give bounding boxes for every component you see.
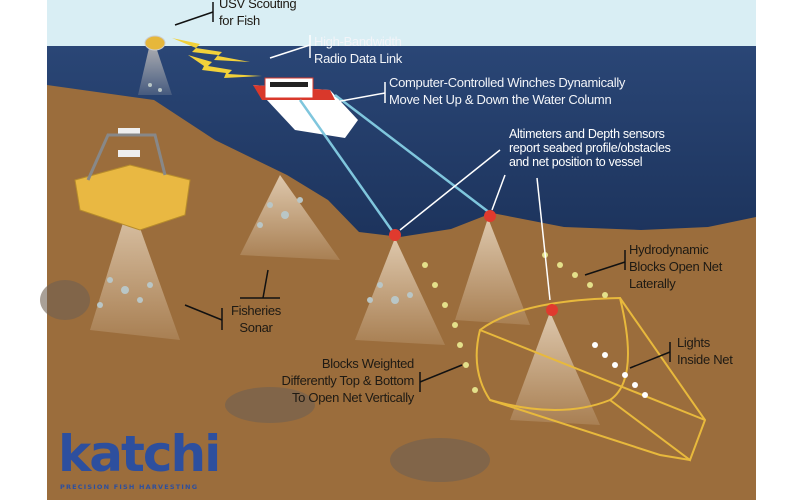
label-line: for Fish	[219, 13, 260, 28]
label-line: Sonar	[239, 320, 273, 335]
label-line: Lights	[677, 335, 710, 350]
label-line: Differently Top & Bottom	[281, 373, 415, 388]
label-line: To Open Net Vertically	[291, 390, 414, 405]
fishing-vessel	[253, 77, 358, 138]
label-usv: USV Scouting for Fish	[219, 0, 297, 29]
net-lights	[592, 342, 648, 398]
label-line: Inside Net	[677, 352, 733, 367]
label-line: report seabed profile/obstacles	[509, 141, 671, 155]
label-hydrodynamic: Hydrodynamic Blocks Open Net Laterally	[629, 241, 722, 292]
label-altimeters: Altimeters and Depth sensors report seab…	[509, 127, 671, 169]
label-line: Blocks Open Net	[629, 259, 723, 274]
label-sonar: Fisheries Sonar	[228, 302, 284, 336]
label-line: Blocks Weighted	[321, 356, 414, 371]
depth-sensors	[389, 210, 558, 316]
label-line: USV Scouting	[219, 0, 297, 11]
float-blocks	[422, 252, 608, 393]
label-line: Radio Data Link	[314, 51, 402, 66]
fish-school	[97, 83, 413, 308]
label-line: Fisheries	[230, 303, 282, 318]
label-line: High-Bandwidth	[314, 34, 402, 49]
label-winches: Computer-Controlled Winches Dynamically …	[389, 74, 625, 108]
label-line: Computer-Controlled Winches Dynamically	[389, 75, 626, 90]
net	[475, 296, 707, 462]
underwater-vehicle	[74, 128, 191, 231]
katchi-logo: katchi	[58, 425, 221, 483]
annotation-arrows	[174, 2, 671, 392]
winch-cables	[298, 94, 491, 236]
label-line: Altimeters and Depth sensors	[509, 127, 665, 141]
label-lights: Lights Inside Net	[677, 334, 733, 368]
label-line: Laterally	[629, 276, 676, 291]
sonar-cones	[90, 35, 600, 425]
label-line: Hydrodynamic	[629, 242, 709, 257]
label-radio-link: High-Bandwidth Radio Data Link	[314, 33, 402, 67]
radio-link-bolts	[172, 38, 262, 78]
label-line: Move Net Up & Down the Water Column	[389, 92, 612, 107]
rocks	[40, 280, 490, 482]
usv-drone	[144, 35, 166, 51]
logo-tagline: PRECISION FISH HARVESTING	[60, 483, 199, 491]
label-blocks-weighted: Blocks Weighted Differently Top & Bottom…	[250, 355, 415, 406]
label-line: and net position to vessel	[509, 155, 643, 169]
sky	[47, 0, 756, 46]
